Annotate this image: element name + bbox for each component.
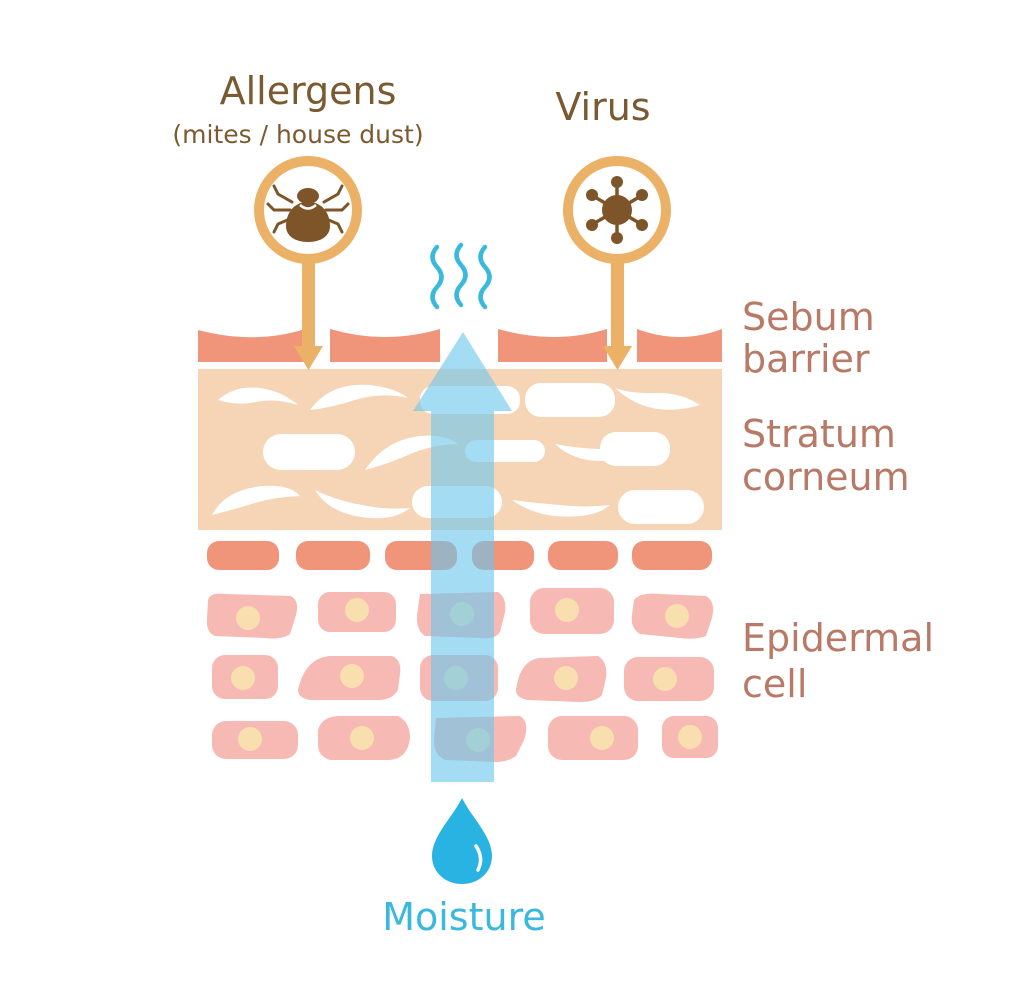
mite-icon [266,184,350,242]
moisture-arrow [413,332,512,782]
virus-indicator [563,156,671,370]
virus-title: Virus [555,85,650,129]
stratum-label-line2: corneum [742,455,910,499]
moisture-label: Moisture [382,895,546,939]
sebum-barrier-layer [198,329,722,362]
epidermal-cells [206,588,718,762]
stratum-label-line1: Stratum [742,412,896,456]
allergen-indicator [254,156,362,370]
epidermal-label-line2: cell [742,662,807,706]
sebum-label-line2: barrier [742,337,870,381]
sebum-label-line1: Sebum [742,295,875,339]
allergens-title: Allergens [220,69,397,113]
epidermal-label-line1: Epidermal [742,616,934,660]
virus-icon [586,176,648,244]
allergens-subtitle: (mites / house dust) [172,120,423,149]
water-drop-icon [432,798,492,884]
evaporation-waves-icon [430,242,492,310]
